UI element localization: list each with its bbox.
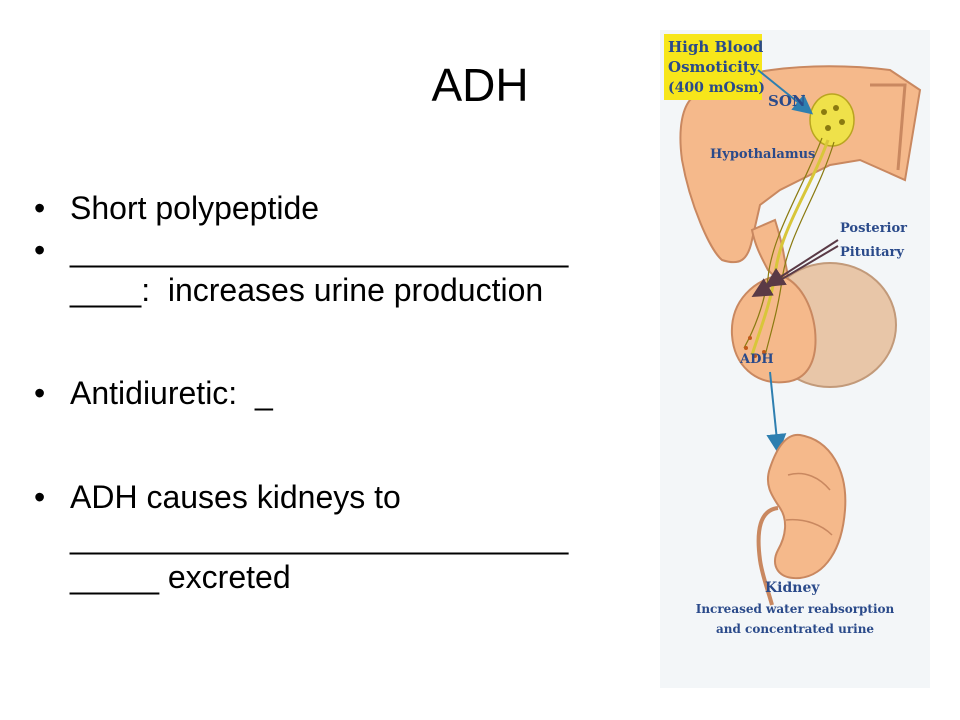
bullet-list: Short polypeptide ______________________… bbox=[34, 188, 654, 597]
posterior-label-2: Pituitary bbox=[840, 245, 904, 260]
son-nucleus bbox=[809, 93, 855, 147]
bullet-short-polypeptide: Short polypeptide bbox=[34, 188, 654, 228]
bullet-diuretic: ____________________________ ____: incre… bbox=[34, 230, 654, 310]
neuron-body bbox=[825, 125, 831, 131]
kidney-lobe-line bbox=[785, 518, 833, 536]
bullet-text: ADH causes kidneys to bbox=[70, 479, 401, 515]
bullet-text: _____ excreted bbox=[70, 559, 291, 595]
bullet-antidiuretic: Antidiuretic: _ bbox=[34, 373, 654, 413]
adh-to-kidney-arrow bbox=[766, 371, 787, 454]
kidney-shape bbox=[766, 433, 847, 580]
adh-diagram: High Blood Osmoticity (400 mOsm) SON Hyp… bbox=[660, 30, 930, 688]
posterior-pituitary bbox=[730, 273, 817, 384]
adh-diagram-svg: High Blood Osmoticity (400 mOsm) SON Hyp… bbox=[664, 34, 922, 636]
bullet-blank-line: ____________________________ bbox=[70, 519, 569, 555]
slide-title: ADH bbox=[431, 59, 529, 111]
bullet-text: ____: increases urine production bbox=[70, 272, 544, 308]
kidney-label: Kidney bbox=[765, 580, 820, 596]
neuron-body bbox=[833, 105, 839, 111]
posterior-label-1: Posterior bbox=[840, 221, 907, 236]
son-label: SON bbox=[768, 92, 806, 110]
pituitary-stalk bbox=[750, 218, 790, 282]
kidney-caption-1: Increased water reabsorption bbox=[696, 602, 895, 616]
ureter bbox=[756, 506, 779, 606]
adh-granule bbox=[744, 346, 748, 350]
callout-line-3: (400 mOsm) bbox=[668, 80, 765, 96]
callout-line-2: Osmoticity bbox=[668, 58, 760, 76]
posterior-arrow bbox=[751, 245, 839, 298]
bullet-text: Antidiuretic: _ bbox=[70, 375, 273, 411]
bullet-adh-kidneys: ADH causes kidneys to __________________… bbox=[34, 477, 654, 597]
callout-line-1: High Blood bbox=[668, 38, 764, 56]
adh-label: ADH bbox=[739, 352, 774, 367]
adh-granule bbox=[753, 354, 757, 358]
neuron-body bbox=[839, 119, 845, 125]
hypothalamus-label: Hypothalamus bbox=[710, 147, 815, 162]
hypothalamus-shape bbox=[679, 65, 922, 264]
hypothalamus-fold bbox=[870, 83, 907, 171]
kidney-lobe-line bbox=[787, 472, 831, 491]
osmoticity-callout bbox=[664, 34, 762, 100]
neuron-body bbox=[821, 109, 827, 115]
kidney-caption-2: and concentrated urine bbox=[716, 622, 874, 636]
posterior-arrow bbox=[764, 239, 839, 288]
bullet-text: Short polypeptide bbox=[70, 190, 320, 226]
osmoticity-arrow bbox=[757, 69, 814, 115]
adh-granule bbox=[762, 350, 766, 354]
bullet-blank-line: ____________________________ bbox=[70, 232, 569, 268]
adh-granule bbox=[748, 336, 752, 340]
